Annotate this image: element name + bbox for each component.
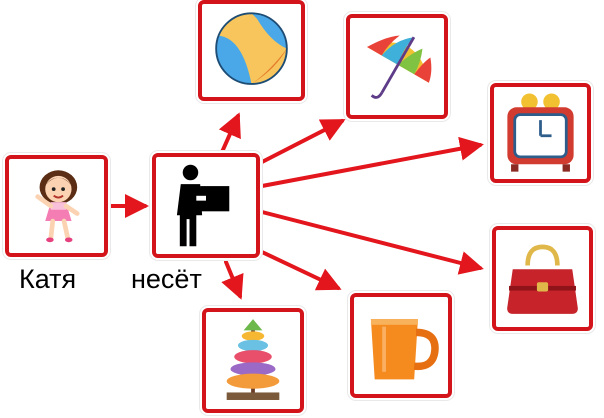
arrow-to-umbrella (260, 119, 346, 164)
label-verb: несёт (131, 264, 202, 294)
card-ball (198, 0, 305, 101)
card-katya (5, 155, 108, 257)
arrow-to-clock (260, 136, 484, 188)
card-clock (490, 83, 591, 183)
girl-icon (35, 170, 80, 243)
card-pyramid (202, 308, 304, 413)
arrow-to-pyramid (221, 260, 244, 300)
card-mug (350, 293, 452, 398)
arrow-to-ball (218, 112, 241, 154)
card-bag (492, 226, 593, 331)
handbag-icon (507, 244, 578, 314)
arrow-to-mug (260, 250, 342, 291)
person-carrying-box-icon (176, 164, 230, 247)
beach-ball-icon (215, 12, 288, 85)
umbrella-icon (367, 35, 432, 99)
arrow-to-bag (260, 210, 484, 275)
mug-icon (370, 319, 439, 380)
card-carry (152, 153, 260, 258)
alarm-clock-icon (507, 93, 574, 172)
label-subject: Катя (19, 264, 77, 294)
toy-pyramid-icon (226, 319, 280, 400)
card-umbrella (346, 14, 448, 119)
